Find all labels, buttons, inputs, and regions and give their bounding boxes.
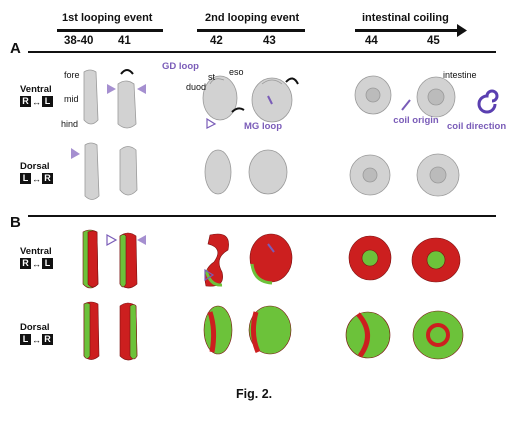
orientation-left: L (20, 173, 31, 184)
gut-model-a-dorsal-38 (84, 142, 100, 200)
mg-loop-arrow (267, 95, 273, 105)
orientation-right: R (42, 334, 53, 345)
row-label-ventral-a: Ventral (20, 84, 52, 95)
rotation-arrow (120, 69, 134, 75)
orientation-left: L (20, 334, 31, 345)
gut-model-a-dorsal-42 (204, 149, 232, 195)
rotation-arrow-43 (285, 77, 299, 85)
panel-label-b: B (10, 214, 21, 231)
orientation-right: L (42, 96, 53, 107)
anno-st: st (208, 72, 216, 82)
orientation-dorsal-a: L ↔ R (20, 173, 53, 184)
double-arrow-icon: ↔ (32, 96, 41, 107)
gut-model-b-dorsal-45 (412, 310, 464, 360)
mg-loop-arrow-b (267, 243, 275, 253)
gut-model-a-dorsal-41 (119, 146, 138, 196)
mg-loop-marker (206, 117, 217, 129)
stage-label: 41 (118, 35, 131, 47)
purple-arrowhead-dorsal (71, 148, 80, 159)
stage-label: 44 (365, 35, 378, 47)
anno-hind: hind (61, 119, 79, 129)
panel-a-rule (28, 51, 496, 53)
double-arrow-icon: ↔ (32, 334, 41, 345)
event-bar-1 (57, 29, 163, 32)
gut-model-b-ventral-43 (249, 233, 293, 285)
timeline-arrowhead (457, 24, 467, 37)
row-label-ventral-b: Ventral (20, 246, 52, 257)
orientation-right: R (42, 173, 53, 184)
gut-model-a-ventral-43 (251, 77, 293, 123)
anno-coil-origin: coil origin (393, 115, 439, 126)
orientation-ventral-a: R ↔ L (20, 96, 53, 107)
stage-label: 43 (263, 35, 276, 47)
gut-model-b-dorsal-44 (345, 311, 391, 359)
gut-model-b-dorsal-41 (119, 302, 138, 361)
gut-model-b-dorsal-43 (248, 305, 292, 355)
gut-model-b-ventral-41 (119, 232, 138, 289)
anno-mg-loop: MG loop (244, 121, 282, 132)
gut-model-b-ventral-44 (348, 235, 392, 281)
anno-fore: fore (64, 70, 80, 80)
row-label-dorsal-b: Dorsal (20, 322, 50, 333)
orientation-left: R (20, 258, 31, 269)
row-label-dorsal-a: Dorsal (20, 161, 50, 172)
gd-loop-arrow (231, 107, 245, 113)
anno-coil-direction: coil direction (447, 121, 507, 132)
purple-arrowhead-b-left (106, 233, 118, 247)
coil-origin-arrow (401, 99, 411, 111)
gut-model-b-dorsal-38 (83, 301, 100, 360)
purple-arrowhead-b-right (137, 235, 146, 245)
orientation-dorsal-b: L ↔ R (20, 334, 53, 345)
double-arrow-icon: ↔ (32, 173, 41, 184)
gut-model-a-dorsal-45 (416, 153, 460, 197)
anno-intestine: intestine (443, 70, 477, 80)
marker-b-42 (204, 268, 215, 282)
stage-label: 45 (427, 35, 440, 47)
gut-model-b-ventral-45 (411, 237, 461, 283)
event-label-intestinal-coiling: intestinal coiling (362, 12, 449, 24)
gut-model-a-ventral-41 (117, 80, 137, 129)
anno-duod: duod (186, 82, 207, 92)
gut-model-a-ventral-38 (83, 69, 99, 125)
orientation-right: L (42, 258, 53, 269)
anno-eso: eso (229, 67, 244, 77)
event-bar-2 (197, 29, 305, 32)
orientation-left: R (20, 96, 31, 107)
gut-model-a-ventral-42 (202, 75, 238, 121)
gut-model-b-ventral-38 (82, 229, 99, 289)
stage-label: 38-40 (64, 35, 94, 47)
orientation-ventral-b: R ↔ L (20, 258, 53, 269)
coil-direction-icon (477, 89, 499, 114)
purple-arrowhead-right (137, 84, 146, 94)
event-label-2nd-looping: 2nd looping event (205, 12, 300, 24)
anno-mid: mid (64, 94, 79, 104)
gut-model-a-dorsal-43 (248, 149, 288, 195)
anno-gd-loop: GD loop (162, 61, 199, 72)
gut-model-a-ventral-45 (416, 76, 456, 118)
gut-model-a-dorsal-44 (349, 154, 391, 196)
double-arrow-icon: ↔ (32, 258, 41, 269)
figure-caption: Fig. 2. (236, 387, 273, 401)
gut-model-a-ventral-44 (354, 75, 392, 115)
purple-arrowhead-left (107, 84, 116, 94)
stage-label: 42 (210, 35, 223, 47)
event-label-1st-looping: 1st looping event (62, 12, 153, 24)
event-bar-3 (355, 29, 457, 32)
panel-label-a: A (10, 40, 21, 57)
panel-b-rule (28, 215, 496, 217)
gut-model-b-dorsal-42 (203, 305, 233, 355)
